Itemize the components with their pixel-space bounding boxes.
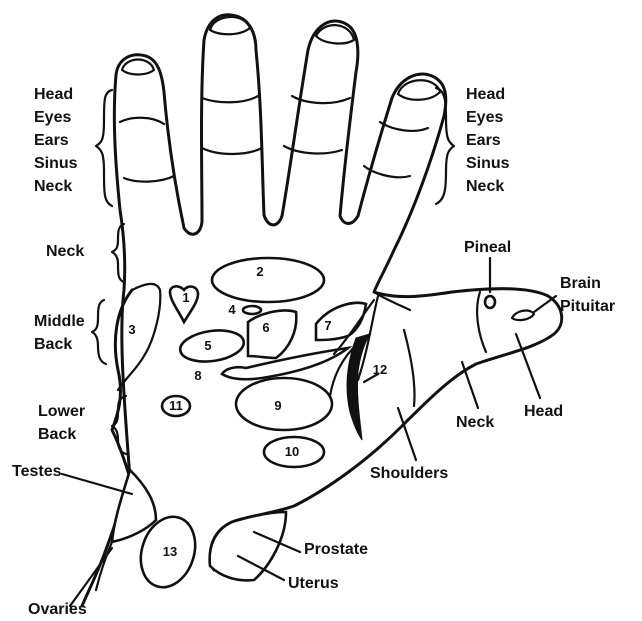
pituitary-point [512, 311, 534, 321]
label-brain-pituitary: Brain Pituitar [560, 272, 615, 318]
label-ovaries: Ovaries [28, 598, 87, 621]
zone-8-number: 8 [186, 368, 210, 384]
zone-4-number: 4 [220, 302, 244, 318]
zone-5-number: 5 [196, 338, 220, 354]
zone-4-shape [243, 306, 261, 314]
zone-12-number: 12 [368, 362, 392, 378]
zone-6-number: 6 [254, 320, 278, 336]
label-thumb-neck: Neck [456, 411, 494, 434]
zone-1-number: 1 [174, 290, 198, 306]
label-lower-back: Lower Back [38, 400, 85, 446]
zone-7-number: 7 [316, 318, 340, 334]
label-eyes-right: Eyes [466, 106, 510, 129]
label-ears-left: Ears [34, 129, 78, 152]
label-uterus: Uterus [288, 572, 339, 595]
zone-2-number: 2 [248, 264, 272, 280]
finger-labels-left: Head Eyes Ears Sinus Neck [34, 83, 78, 198]
zone-11-number: 11 [164, 398, 188, 414]
zone-13-number: 13 [158, 544, 182, 560]
zone-3-number: 3 [120, 322, 144, 338]
finger-labels-right: Head Eyes Ears Sinus Neck [466, 83, 510, 198]
label-neck-left: Neck [34, 175, 78, 198]
pineal-point [485, 296, 495, 308]
label-shoulders: Shoulders [370, 462, 448, 485]
zone-8-shape [222, 348, 348, 379]
zone-9-number: 9 [266, 398, 290, 414]
label-eyes-left: Eyes [34, 106, 78, 129]
label-prostate: Prostate [304, 538, 368, 561]
label-sinus-left: Sinus [34, 152, 78, 175]
label-sinus-right: Sinus [466, 152, 510, 175]
label-ears-right: Ears [466, 129, 510, 152]
label-neck-right: Neck [466, 175, 510, 198]
label-head-left: Head [34, 83, 78, 106]
label-neck-side: Neck [46, 240, 84, 263]
zone-10-number: 10 [280, 444, 304, 460]
label-pineal: Pineal [464, 236, 511, 259]
label-middle-back: Middle Back [34, 310, 85, 356]
label-head-right: Head [466, 83, 510, 106]
label-thumb-head: Head [524, 400, 563, 423]
label-testes: Testes [12, 460, 62, 483]
